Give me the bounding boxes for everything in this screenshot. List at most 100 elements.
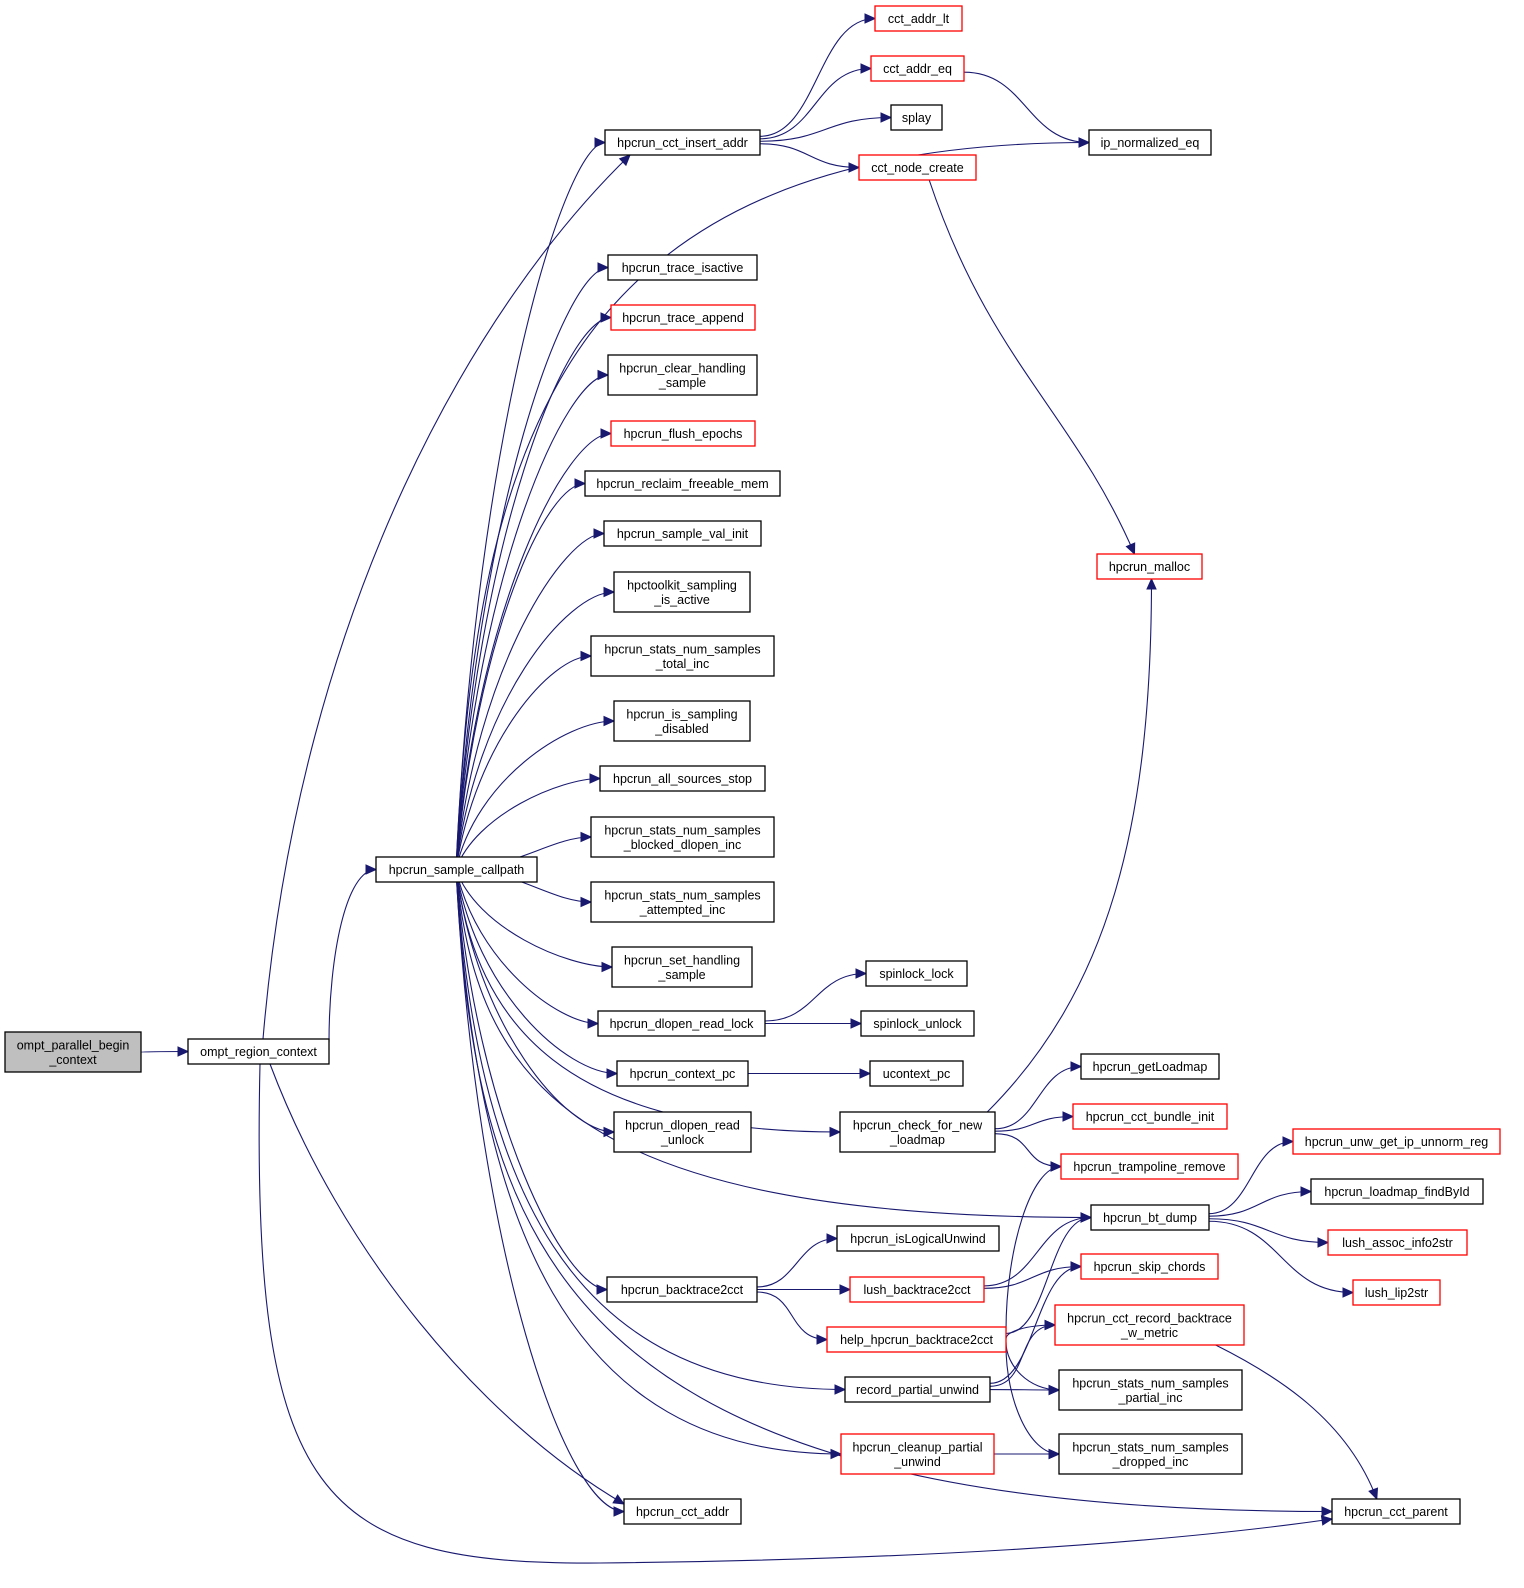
node-label: hpcrun_is_sampling	[626, 707, 737, 721]
node-label: splay	[902, 111, 932, 125]
node-hpcrun-trace-isactive[interactable]: hpcrun_trace_isactive	[607, 254, 758, 281]
node-hpcrun-getloadmap[interactable]: hpcrun_getLoadmap	[1080, 1053, 1220, 1080]
node-lush-backtrace2cct[interactable]: lush_backtrace2cct	[849, 1276, 985, 1303]
edge-hpcrun-sample-callpath-to-hpcrun-dlopen-read-lock	[455, 868, 600, 1029]
node-cct-addr-eq[interactable]: cct_addr_eq	[870, 55, 965, 82]
node-hpcrun-context-pc[interactable]: hpcrun_context_pc	[616, 1060, 749, 1087]
node-hpcrun-loadmap-findbyid[interactable]: hpcrun_loadmap_findById	[1310, 1178, 1484, 1205]
edge-hpcrun-sample-callpath-to-hpcrun-cct-insert-addr	[455, 137, 607, 870]
node-spinlock-unlock[interactable]: spinlock_unlock	[860, 1010, 975, 1037]
node-hpcrun-malloc[interactable]: hpcrun_malloc	[1096, 553, 1203, 580]
edge-hpcrun-bt-dump-to-lush-assoc-info2str	[1208, 1218, 1330, 1248]
node-box	[623, 1498, 742, 1525]
node-hpcrun-skip-chords[interactable]: hpcrun_skip_chords	[1080, 1253, 1219, 1280]
node-label: ompt_parallel_begin	[17, 1038, 130, 1052]
edge-ompt-region-context-to-hpcrun-cct-parent	[258, 1063, 1334, 1564]
arrowhead-icon	[606, 1068, 619, 1079]
node-hpctoolkit-sampling-is-active[interactable]: hpctoolkit_sampling_is_active	[613, 571, 751, 613]
node-hpcrun-sample-callpath[interactable]: hpcrun_sample_callpath	[375, 856, 538, 883]
node-box	[613, 1111, 752, 1153]
edge-cct-addr-eq-to-ip-normalized-eq	[963, 71, 1091, 148]
node-hpcrun-cct-bundle-init[interactable]: hpcrun_cct_bundle_init	[1072, 1103, 1228, 1130]
node-box	[584, 470, 781, 497]
edge-hpcrun-bt-dump-to-hpcrun-loadmap-findbyid	[1208, 1186, 1313, 1217]
arrowhead-icon	[864, 13, 877, 24]
node-ucontext-pc[interactable]: ucontext_pc	[869, 1060, 964, 1087]
edge-line	[983, 1265, 1082, 1289]
node-hpcrun-all-sources-stop[interactable]: hpcrun_all_sources_stop	[599, 765, 766, 792]
edge-hpcrun-dlopen-read-lock-to-spinlock-lock	[764, 968, 868, 1022]
node-label: _unlock	[660, 1133, 705, 1147]
node-label: hpcrun_cct_parent	[1344, 1505, 1448, 1519]
node-hpcrun-flush-epochs[interactable]: hpcrun_flush_epochs	[610, 420, 756, 447]
arrowhead-icon	[580, 831, 593, 843]
edge-hpcrun-backtrace2cct-to-lush-backtrace2cct	[756, 1284, 852, 1295]
node-label: hpcrun_clear_handling	[619, 361, 746, 375]
node-hpcrun-islogicalunwind[interactable]: hpcrun_isLogicalUnwind	[836, 1225, 1000, 1252]
arrowhead-icon	[600, 312, 613, 323]
node-ompt-region-context[interactable]: ompt_region_context	[187, 1038, 330, 1065]
edge-line	[1005, 1165, 1062, 1331]
edge-line	[455, 868, 1092, 1219]
node-hpcrun-cct-addr[interactable]: hpcrun_cct_addr	[623, 1498, 742, 1525]
node-label: hpcrun_trampoline_remove	[1073, 1160, 1225, 1174]
node-label: lush_lip2str	[1365, 1286, 1428, 1300]
arrowhead-icon	[603, 715, 616, 727]
node-box	[611, 946, 753, 988]
node-label: hpcrun_cct_record_backtrace	[1067, 1311, 1232, 1325]
arrowhead-icon	[1300, 1186, 1313, 1197]
arrowhead-icon	[850, 1018, 863, 1029]
edges-layer	[140, 13, 1379, 1564]
node-hpcrun-stats-num-samples-blocked-dlopen-inc[interactable]: hpcrun_stats_num_samples_blocked_dlopen_…	[590, 816, 775, 858]
node-label: hpcrun_stats_num_samples	[1072, 1376, 1228, 1390]
node-label: hpcrun_isLogicalUnwind	[850, 1232, 986, 1246]
node-hpcrun-trace-append[interactable]: hpcrun_trace_append	[610, 304, 756, 331]
edge-hpcrun-backtrace2cct-to-hpcrun-islogicalunwind	[756, 1233, 839, 1288]
node-record-partial-unwind[interactable]: record_partial_unwind	[844, 1376, 991, 1403]
node-label: ompt_region_context	[200, 1045, 317, 1059]
node-box	[1331, 1498, 1461, 1525]
node-label: hpcrun_flush_epochs	[624, 427, 743, 441]
node-hpcrun-check-for-new-loadmap[interactable]: hpcrun_check_for_new_loadmap	[839, 1111, 996, 1153]
node-spinlock-lock[interactable]: spinlock_lock	[865, 960, 968, 987]
node-hpcrun-cct-insert-addr[interactable]: hpcrun_cct_insert_addr	[604, 129, 761, 156]
node-label: hpcrun_stats_num_samples	[1072, 1440, 1228, 1454]
edge-hpcrun-sample-callpath-to-hpctoolkit-sampling-is-active	[455, 586, 616, 870]
node-label: hpcrun_malloc	[1109, 560, 1190, 574]
node-label: _is_active	[653, 593, 710, 607]
node-label: _partial_inc	[1118, 1391, 1183, 1405]
node-lush-lip2str[interactable]: lush_lip2str	[1352, 1279, 1441, 1306]
node-hpcrun-dlopen-read-lock[interactable]: hpcrun_dlopen_read_lock	[597, 1010, 766, 1037]
node-hpcrun-clear-handling-sample[interactable]: hpcrun_clear_handling_sample	[607, 354, 758, 396]
node-hpcrun-stats-num-samples-total-inc[interactable]: hpcrun_stats_num_samples_total_inc	[590, 635, 775, 677]
node-cct-addr-lt[interactable]: cct_addr_lt	[874, 5, 963, 32]
node-hpcrun-cct-record-backtrace-w-metric[interactable]: hpcrun_cct_record_backtrace_w_metric	[1054, 1304, 1245, 1346]
node-hpcrun-stats-num-samples-partial-inc[interactable]: hpcrun_stats_num_samples_partial_inc	[1058, 1369, 1243, 1411]
node-hpcrun-cleanup-partial-unwind[interactable]: hpcrun_cleanup_partial_unwind	[840, 1433, 995, 1475]
node-hpcrun-reclaim-freeable-mem[interactable]: hpcrun_reclaim_freeable_mem	[584, 470, 781, 497]
node-hpcrun-sample-val-init[interactable]: hpcrun_sample_val_init	[603, 520, 762, 547]
node-hpcrun-is-sampling-disabled[interactable]: hpcrun_is_sampling_disabled	[613, 700, 751, 742]
node-label: hpcrun_backtrace2cct	[621, 1283, 744, 1297]
node-hpcrun-cct-parent[interactable]: hpcrun_cct_parent	[1331, 1498, 1461, 1525]
node-hpcrun-set-handling-sample[interactable]: hpcrun_set_handling_sample	[611, 946, 753, 988]
node-box	[1058, 1369, 1243, 1411]
node-hpcrun-dlopen-read-unlock[interactable]: hpcrun_dlopen_read_unlock	[613, 1111, 752, 1153]
node-lush-assoc-info2str[interactable]: lush_assoc_info2str	[1327, 1229, 1468, 1256]
node-ip-normalized-eq[interactable]: ip_normalized_eq	[1088, 129, 1212, 156]
edge-line	[455, 374, 609, 870]
node-hpcrun-stats-num-samples-attempted-inc[interactable]: hpcrun_stats_num_samples_attempted_inc	[590, 881, 775, 923]
node-hpcrun-backtrace2cct[interactable]: hpcrun_backtrace2cct	[606, 1276, 758, 1303]
node-help-hpcrun-backtrace2cct[interactable]: help_hpcrun_backtrace2cct	[826, 1326, 1007, 1353]
arrowhead-icon	[603, 586, 616, 598]
arrowhead-icon	[1050, 1161, 1063, 1172]
node-splay[interactable]: splay	[890, 104, 943, 131]
node-hpcrun-unw-get-ip-unnorm-reg[interactable]: hpcrun_unw_get_ip_unnorm_reg	[1292, 1128, 1501, 1155]
node-label: help_hpcrun_backtrace2cct	[840, 1333, 993, 1347]
node-hpcrun-stats-num-samples-dropped-inc[interactable]: hpcrun_stats_num_samples_dropped_inc	[1058, 1433, 1243, 1475]
arrowhead-icon	[1368, 1487, 1379, 1501]
node-hpcrun-bt-dump[interactable]: hpcrun_bt_dump	[1090, 1204, 1210, 1231]
node-hpcrun-trampoline-remove[interactable]: hpcrun_trampoline_remove	[1060, 1153, 1239, 1180]
node-cct-node-create[interactable]: cct_node_create	[858, 154, 977, 181]
edge-hpcrun-check-for-new-loadmap-to-hpcrun-cct-bundle-init	[994, 1111, 1075, 1132]
